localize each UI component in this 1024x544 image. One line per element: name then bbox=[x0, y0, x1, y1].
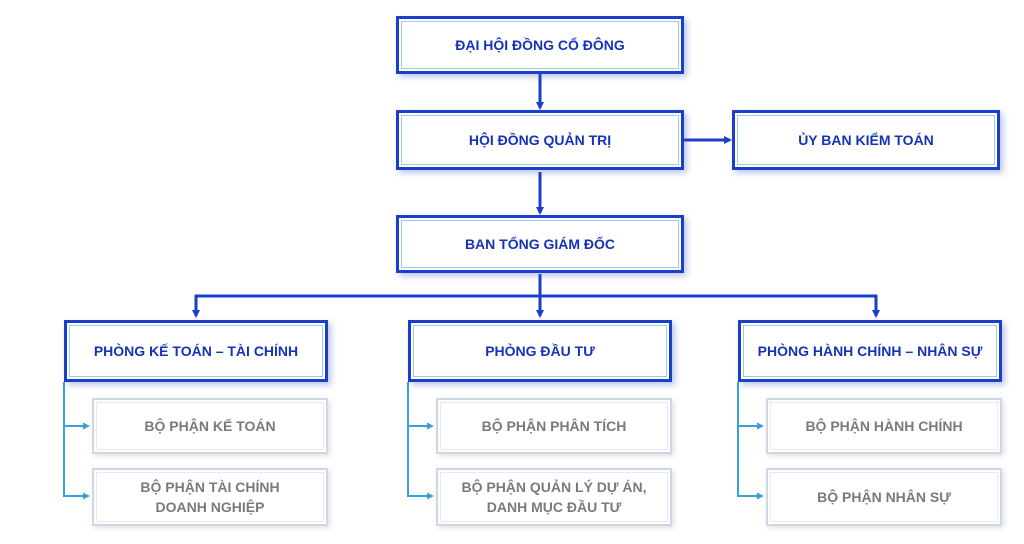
dai-hoi-dong-co-dong-box: ĐẠI HỘI ĐỒNG CỔ ĐÔNG bbox=[396, 16, 684, 74]
unit-label: BỘ PHẬN KẾ TOÁN bbox=[144, 417, 276, 434]
uy-ban-kiem-toan-box: ỦY BAN KIỂM TOÁN bbox=[732, 110, 1000, 170]
department-label: PHÒNG ĐẦU TƯ bbox=[485, 342, 595, 359]
arrow-btgd-to-phong-ke-toan bbox=[192, 294, 540, 318]
unit-label: BỘ PHẬN HÀNH CHÍNH bbox=[805, 417, 963, 434]
phong-ke-toan-tai-chinh-box: PHÒNG KẾ TOÁN – TÀI CHÍNH bbox=[64, 320, 328, 382]
bo-phan-nhan-su-box: BỘ PHẬN NHÂN SỰ bbox=[766, 468, 1002, 526]
hoi-dong-quan-tri-label: HỘI ĐỒNG QUẢN TRỊ bbox=[468, 131, 612, 148]
bo-phan-hanh-chinh-box: BỘ PHẬN HÀNH CHÍNH bbox=[766, 398, 1002, 454]
department-label: PHÒNG KẾ TOÁN – TÀI CHÍNH bbox=[93, 342, 299, 359]
hoi-dong-quan-tri-box: HỘI ĐỒNG QUẢN TRỊ bbox=[396, 110, 684, 170]
bo-phan-phan-tich-box: BỘ PHẬN PHÂN TÍCH bbox=[436, 398, 672, 454]
unit-label: BỘ PHẬN TÀI CHÍNH DOANH NGHIỆP bbox=[140, 478, 280, 515]
phong-dau-tu-box: PHÒNG ĐẦU TƯ bbox=[408, 320, 672, 382]
department-label: PHÒNG HÀNH CHÍNH – NHÂN SỰ bbox=[757, 342, 983, 359]
bo-phan-tai-chinh-doanh-nghiep-box: BỘ PHẬN TÀI CHÍNH DOANH NGHIỆP bbox=[92, 468, 328, 526]
unit-label: BỘ PHẬN QUẢN LÝ DỰ ÁN, DANH MỤC ĐẦU TƯ bbox=[461, 478, 647, 515]
connector-dept1-unit2 bbox=[63, 382, 90, 500]
connector-dept3-unit2 bbox=[737, 382, 764, 500]
unit-label: BỘ PHẬN PHÂN TÍCH bbox=[481, 417, 627, 434]
bo-phan-ke-toan-box: BỘ PHẬN KẾ TOÁN bbox=[92, 398, 328, 454]
ban-tong-giam-doc-box: BAN TỔNG GIÁM ĐỐC bbox=[396, 215, 684, 273]
connector-dept2-unit2 bbox=[407, 382, 434, 500]
ban-tong-giam-doc-label: BAN TỔNG GIÁM ĐỐC bbox=[464, 235, 616, 252]
arrow-btgd-to-phong-hanh-chinh bbox=[540, 294, 880, 318]
dai-hoi-dong-co-dong-label: ĐẠI HỘI ĐỒNG CỔ ĐÔNG bbox=[455, 36, 625, 53]
phong-hanh-chinh-nhan-su-box: PHÒNG HÀNH CHÍNH – NHÂN SỰ bbox=[738, 320, 1002, 382]
bo-phan-quan-ly-du-an-box: BỘ PHẬN QUẢN LÝ DỰ ÁN, DANH MỤC ĐẦU TƯ bbox=[436, 468, 672, 526]
unit-label: BỘ PHẬN NHÂN SỰ bbox=[817, 488, 951, 505]
uy-ban-kiem-toan-label: ỦY BAN KIỂM TOÁN bbox=[798, 131, 934, 148]
